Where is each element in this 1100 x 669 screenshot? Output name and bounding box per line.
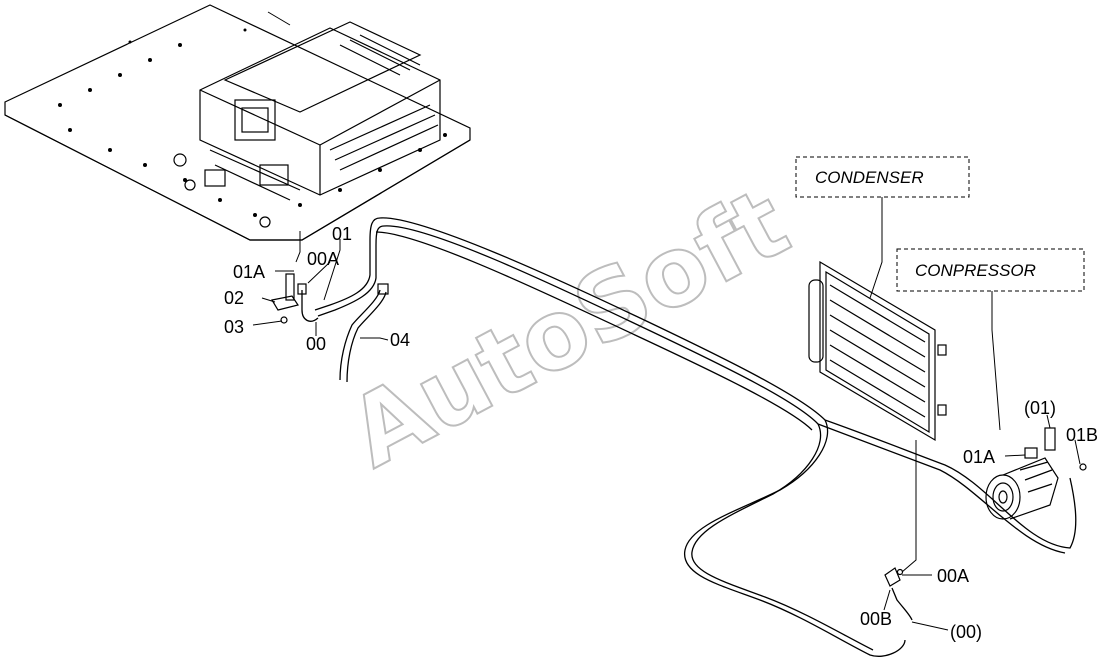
label-01b: 01B — [1066, 425, 1098, 445]
condenser-label-box: CONDENSER — [795, 156, 970, 198]
label-01: 01 — [332, 224, 352, 244]
condenser-label: CONDENSER — [815, 168, 924, 187]
label-00a-left: 00A — [307, 249, 339, 269]
hvac-unit — [199, 21, 441, 201]
label-00a-right: 00A — [937, 566, 969, 586]
label-01a-left: 01A — [233, 262, 265, 282]
label-04: 04 — [390, 330, 410, 350]
cab-floor-plate — [4, 4, 471, 241]
label-00-paren: (00) — [950, 622, 982, 642]
label-00b: 00B — [860, 609, 892, 629]
label-01-paren: (01) — [1024, 398, 1056, 418]
compressor — [985, 427, 1087, 520]
compressor-label-box: CONPRESSOR — [896, 248, 1085, 292]
label-02: 02 — [224, 288, 244, 308]
compressor-label: CONPRESSOR — [915, 261, 1036, 280]
label-01a-right: 01A — [963, 447, 995, 467]
label-03: 03 — [224, 317, 244, 337]
condenser — [808, 260, 947, 442]
watermark-text: AutoSoft — [332, 166, 806, 489]
part-labels: 01 01A 00A 02 03 00 04 (01) 01A 01B 00A … — [224, 224, 1098, 642]
pipe-assembly-left — [271, 217, 389, 383]
label-00: 00 — [306, 334, 326, 354]
leader-lines — [252, 11, 1081, 631]
watermark: AutoSoft — [331, 165, 807, 490]
